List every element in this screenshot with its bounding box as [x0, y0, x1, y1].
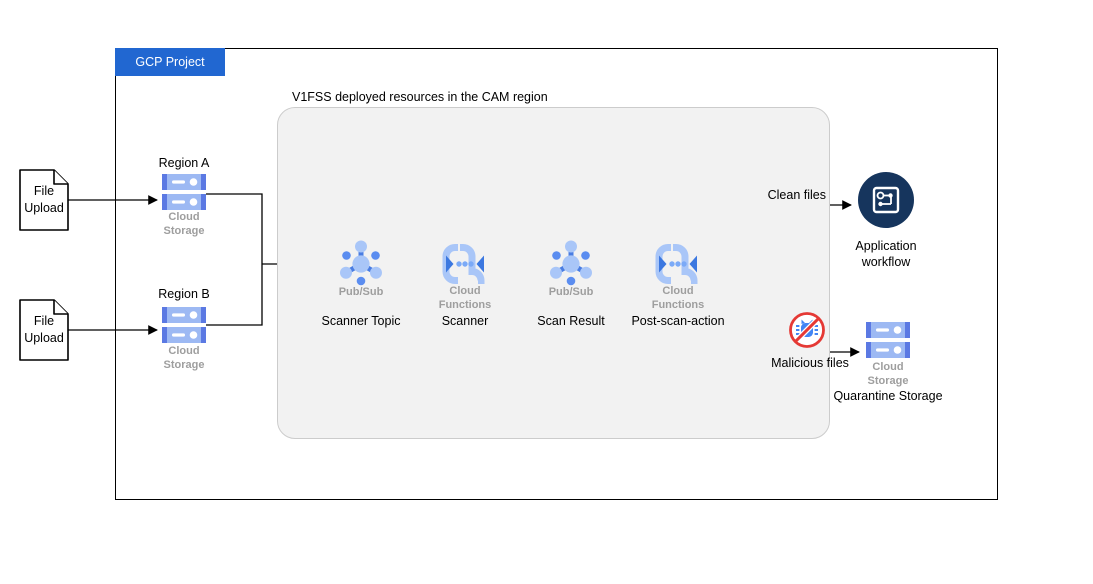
edge-label-malicious-files: Malicious files: [771, 356, 849, 370]
node-label: Scan Result: [537, 314, 605, 328]
application-workflow-icon: [858, 172, 914, 228]
pubsub-icon: [335, 238, 387, 290]
no-malware-icon: [789, 312, 825, 348]
cam-region-title: V1FSS deployed resources in the CAM regi…: [292, 90, 548, 104]
node-label: Scanner: [441, 314, 489, 328]
service-label: Pub/Sub: [548, 286, 594, 298]
gcp-project-label: GCP Project: [135, 55, 205, 69]
cloud-storage-icon: [162, 174, 206, 210]
cloud-storage-service-label: Cloud Storage: [163, 211, 205, 237]
gcp-project-tab: GCP Project: [115, 48, 225, 76]
region-b-label: Region B: [158, 287, 210, 301]
service-label: Cloud Functions: [651, 285, 705, 311]
gcp-project-box: [115, 48, 998, 500]
edge-label-clean-files: Clean files: [767, 188, 826, 202]
cloud-storage-service-label: Cloud Storage: [867, 361, 909, 387]
cloud-storage-service-label: Cloud Storage: [163, 345, 205, 371]
file-upload-a-label: File Upload: [24, 183, 64, 216]
service-label: Pub/Sub: [338, 286, 384, 298]
quarantine-storage-label: Quarantine Storage: [833, 389, 943, 403]
cloud-storage-icon: [162, 307, 206, 343]
node-label: Post-scan-action: [631, 314, 725, 328]
pubsub-icon: [545, 238, 597, 290]
file-upload-b-label: File Upload: [24, 313, 64, 346]
service-label: Cloud Functions: [438, 285, 492, 311]
application-workflow-label: Application workflow: [855, 239, 917, 269]
cloud-functions-icon: [654, 242, 702, 286]
node-label: Scanner Topic: [321, 314, 401, 328]
region-a-label: Region A: [158, 156, 210, 170]
cloud-storage-icon: [866, 322, 910, 358]
cloud-functions-icon: [441, 242, 489, 286]
